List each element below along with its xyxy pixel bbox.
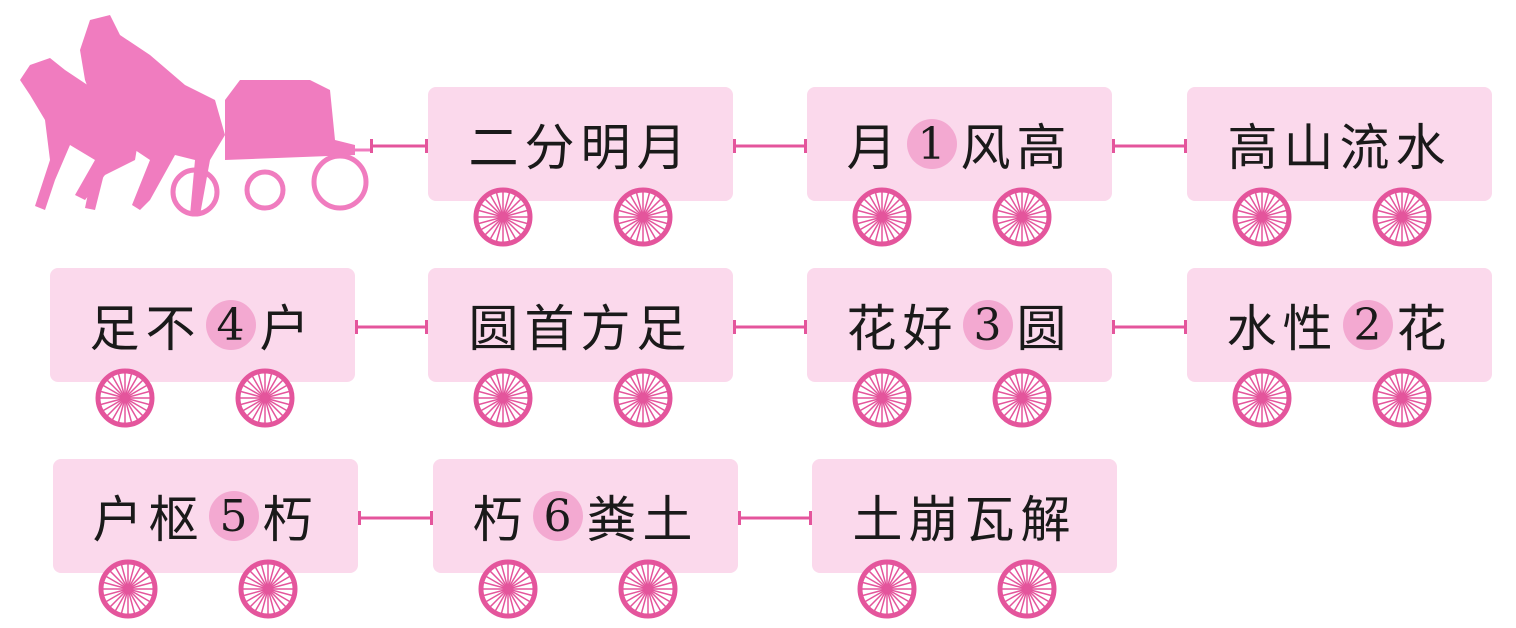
wheel-icon: [857, 559, 917, 619]
idiom-text: 户枢: [92, 491, 205, 549]
wheel-icon: [613, 368, 673, 428]
idiom-text: 二分明月: [468, 119, 693, 177]
blank-number-badge: 6: [532, 491, 583, 542]
wheel-icon: [992, 187, 1052, 247]
idiom-text: 土崩瓦解: [852, 491, 1077, 549]
idiom-car: 圆首方足: [428, 268, 733, 382]
wheel-icon: [852, 187, 912, 247]
blank-number-badge: 2: [1342, 300, 1393, 351]
wheel-icon: [1232, 187, 1292, 247]
idiom-text: 朽: [472, 491, 529, 549]
idiom-text: 粪土: [586, 491, 699, 549]
wheel-icon: [613, 187, 673, 247]
coupling-connector: [355, 320, 428, 334]
coupling-connector: [358, 511, 433, 525]
wheel-icon: [478, 559, 538, 619]
wheel-icon: [992, 368, 1052, 428]
wheel-icon: [473, 187, 533, 247]
coupling-connector: [370, 139, 428, 153]
idiom-car: 二分明月: [428, 87, 733, 201]
coupling-connector: [738, 511, 812, 525]
wheel-icon: [238, 559, 298, 619]
horse-carriage-icon: [20, 15, 370, 217]
coupling-connector: [733, 320, 807, 334]
idiom-text: 花: [1396, 300, 1453, 358]
idiom-text: 高山流水: [1227, 119, 1452, 177]
wheel-icon: [235, 368, 295, 428]
idiom-text: 水性: [1226, 300, 1339, 358]
coupling-connector: [1112, 320, 1187, 334]
idiom-text: 足不: [89, 300, 202, 358]
idiom-car: 高山流水: [1187, 87, 1492, 201]
idiom-text: 朽: [262, 491, 319, 549]
wheel-icon: [95, 368, 155, 428]
wheel-icon: [473, 368, 533, 428]
blank-number-badge: 1: [906, 119, 957, 170]
wheel-icon: [1372, 187, 1432, 247]
idiom-text: 圆首方足: [468, 300, 693, 358]
idiom-car: 土崩瓦解: [812, 459, 1117, 573]
wheel-icon: [1372, 368, 1432, 428]
wheel-icon: [98, 559, 158, 619]
idiom-text: 月: [846, 119, 903, 177]
coupling-connector: [733, 139, 807, 153]
coupling-connector: [1112, 139, 1187, 153]
wheel-icon: [852, 368, 912, 428]
wheel-icon: [997, 559, 1057, 619]
idiom-text: 圆: [1016, 300, 1073, 358]
wheel-icon: [618, 559, 678, 619]
idiom-text: 花好: [846, 300, 959, 358]
idiom-text: 户: [259, 300, 316, 358]
blank-number-badge: 3: [962, 300, 1013, 351]
wheel-icon: [1232, 368, 1292, 428]
idiom-text: 风高: [960, 119, 1073, 177]
blank-number-badge: 4: [205, 300, 256, 351]
blank-number-badge: 5: [208, 491, 259, 542]
